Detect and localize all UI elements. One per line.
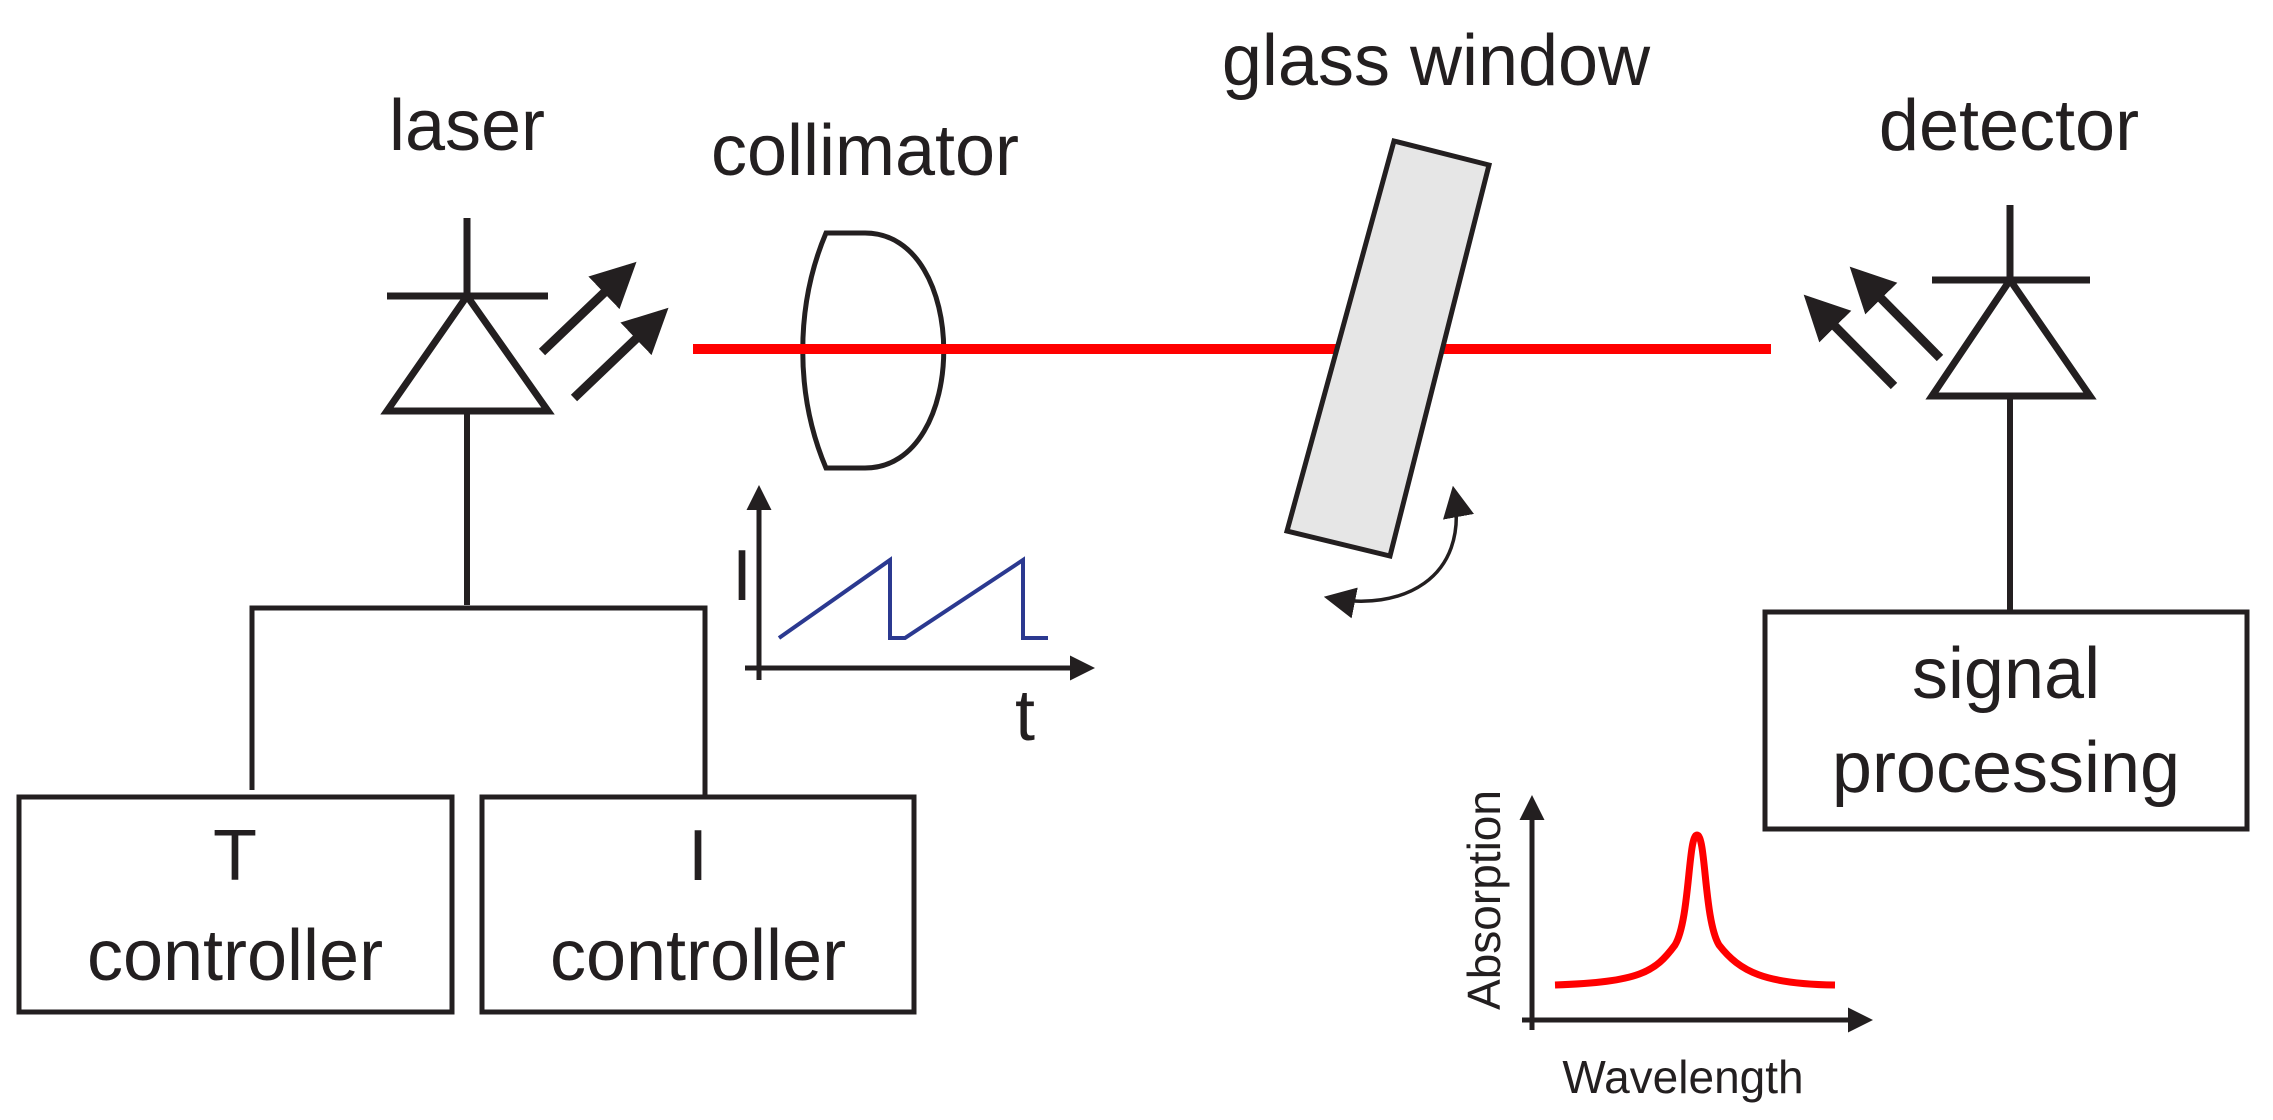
collimator-label: collimator bbox=[711, 111, 1019, 191]
detector-diode-symbol bbox=[1925, 205, 2097, 610]
signal-processing-label-line1: signal bbox=[1912, 634, 2100, 714]
laser-label: laser bbox=[389, 86, 545, 166]
i-controller-box: I controller bbox=[479, 794, 917, 1015]
controller-wiring bbox=[249, 605, 708, 795]
t-controller-label-line2: controller bbox=[87, 916, 383, 996]
detector-incident-arrows bbox=[1803, 266, 1944, 390]
laser-diode-symbol bbox=[380, 218, 555, 605]
glass-window-label: glass window bbox=[1222, 21, 1651, 101]
signal-processing-label-line2: processing bbox=[1832, 728, 2180, 808]
i-controller-label-line1: I bbox=[688, 816, 708, 896]
ramp-plot-y-label: I bbox=[732, 536, 752, 616]
ramp-plot-x-label: t bbox=[1015, 676, 1035, 756]
rotation-arrow bbox=[1323, 485, 1474, 619]
ramp-plot: I t bbox=[732, 485, 1095, 756]
t-controller-label-line1: T bbox=[213, 816, 257, 896]
laser-emission-arrows bbox=[538, 261, 669, 402]
ramp-signal bbox=[777, 556, 1048, 640]
absorption-peak-curve bbox=[1554, 831, 1836, 989]
absorption-plot-y-label: Absorption bbox=[1458, 790, 1510, 1010]
collimator-lens bbox=[800, 230, 947, 471]
signal-processing-box: signal processing bbox=[1762, 609, 2250, 832]
i-controller-label-line2: controller bbox=[550, 916, 846, 996]
t-controller-box: T controller bbox=[16, 794, 455, 1015]
detector-label: detector bbox=[1879, 86, 2139, 166]
absorption-plot: Absorption Wavelength bbox=[1458, 790, 1873, 1103]
absorption-plot-x-label: Wavelength bbox=[1562, 1051, 1803, 1103]
